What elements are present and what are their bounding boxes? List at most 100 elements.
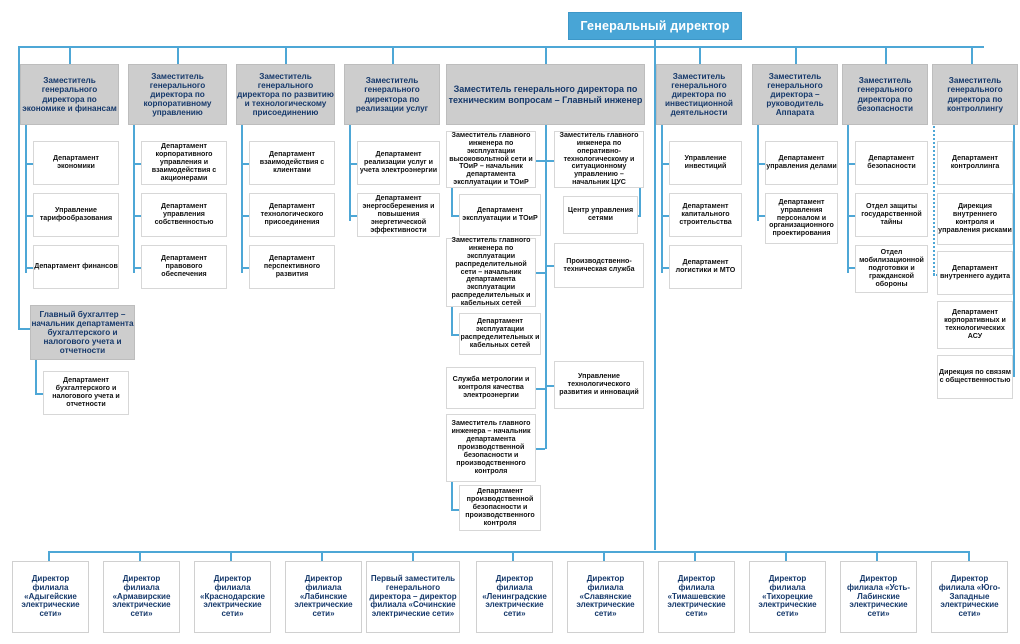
sub-header-node[interactable]: Управление технологического развития и и… [554, 361, 644, 409]
dept-node[interactable]: Отдел мобилизационной подготовки и гражд… [855, 245, 928, 293]
branch-node[interactable]: Директор филиала «Юго-Западные электриче… [931, 561, 1008, 633]
connector-col4-tick2 [661, 267, 670, 269]
sub-header-node[interactable]: Заместитель главного инженера – начальни… [446, 414, 536, 482]
dept-label: Департамент управления собственностью [154, 202, 214, 226]
dept-node[interactable]: Центр управления сетями [563, 196, 638, 234]
dept-node[interactable]: Департамент бухгалтерского и налогового … [43, 371, 129, 415]
dept-label: Департамент производственной безопасност… [465, 487, 535, 527]
vp-header-development-techconnection[interactable]: Заместитель генерального директора по ра… [236, 64, 335, 125]
vp-header-economics-finance[interactable]: Заместитель генерального директора по эк… [20, 64, 119, 125]
vp-header-service-realization[interactable]: Заместитель генерального директора по ре… [344, 64, 440, 125]
connector-branch-drop-7 [694, 551, 696, 561]
dept-label: Управление тарифообразования [39, 206, 113, 222]
dept-node[interactable]: Отдел защиты государственной тайны [855, 193, 928, 237]
connector-col4-tick1 [661, 215, 670, 217]
branch-node[interactable]: Директор филиала «Тимашевские электричес… [658, 561, 735, 633]
dept-label: Дирекция по связям с общественностью [939, 368, 1011, 384]
dept-node[interactable]: Департамент управления персоналом и орга… [765, 193, 838, 244]
sub-header-node[interactable]: Заместитель главного инженера по операти… [554, 131, 644, 188]
vp-header-corporate-management[interactable]: Заместитель генерального директора по ко… [128, 64, 227, 125]
dept-label: Департамент перспективного развития [263, 254, 321, 278]
dept-node[interactable]: Департамент производственной безопасност… [459, 485, 541, 531]
branch-label: Директор филиала «Тимашевские электричес… [667, 573, 726, 619]
branch-node[interactable]: Директор филиала «Тихорецкие электрическ… [749, 561, 826, 633]
dept-node[interactable]: Департамент управления делами [765, 141, 838, 185]
dept-node[interactable]: Департамент логистики и МТО [669, 245, 742, 289]
branch-label: Директор филиала «Ленинградские электрич… [482, 573, 547, 619]
sub-header-node[interactable]: Служба метрологии и контроля качества эл… [446, 367, 536, 409]
connector-branch-drop-1 [139, 551, 141, 561]
connector-center-spine [654, 46, 656, 550]
vp-header-label: Заместитель генерального директора по эк… [22, 76, 117, 113]
connector-col4-rail [661, 125, 663, 273]
dept-label: Департамент контроллинга [950, 154, 1000, 170]
dept-node[interactable]: Департамент энергосбережения и повышения… [357, 193, 440, 237]
sub-header-label: Заместитель главного инженера по эксплуа… [449, 130, 533, 187]
dept-node[interactable]: Дирекция внутреннего контроля и управлен… [937, 193, 1013, 245]
connector-branch-drop-5 [512, 551, 514, 561]
dept-node[interactable]: Дирекция по связям с общественностью [937, 355, 1013, 399]
connector-bottom-bus [48, 551, 970, 553]
dept-label: Департамент эксплуатации и ТОиР [462, 206, 538, 222]
connector-eng-l0-rail [451, 188, 453, 217]
connector-col2-tick2 [241, 267, 250, 269]
dept-label: Департамент финансов [34, 262, 118, 271]
branch-label: Директор филиала «Тихорецкие электрическ… [758, 573, 817, 619]
dept-node[interactable]: Департамент эксплуатации и ТОиР [459, 194, 541, 236]
dept-node[interactable]: Департамент реализации услуг и учета эле… [357, 141, 440, 185]
vp-header-apparatus-head[interactable]: Заместитель генерального директора – рук… [752, 64, 838, 125]
dept-node[interactable]: Департамент безопасности [855, 141, 928, 185]
dept-node[interactable]: Департамент корпоративных и технологичес… [937, 301, 1013, 349]
connector-col4-tick0 [661, 163, 670, 165]
dept-node[interactable]: Департамент финансов [33, 245, 119, 289]
root-node-general-director[interactable]: Генеральный директор [568, 12, 742, 40]
branch-node[interactable]: Первый заместитель генерального директор… [366, 561, 460, 633]
connector-branch-drop-2 [230, 551, 232, 561]
branch-node[interactable]: Директор филиала «Славянские электрическ… [567, 561, 644, 633]
sub-header-node[interactable]: Производственно-техническая служба [554, 243, 644, 288]
connector-accountant-in [18, 328, 30, 330]
dept-node[interactable]: Департамент капитального строительства [669, 193, 742, 237]
dept-node[interactable]: Департамент внутреннего аудита [937, 251, 1013, 295]
dept-label: Департамент технологического присоединен… [260, 202, 324, 226]
branch-node[interactable]: Директор филиала «Адыгейские электрическ… [12, 561, 89, 633]
dept-node[interactable]: Управление тарифообразования [33, 193, 119, 237]
dept-node[interactable]: Управление инвестиций [669, 141, 742, 185]
dept-node[interactable]: Департамент управления собственностью [141, 193, 227, 237]
sub-header-node[interactable]: Заместитель главного инженера по эксплуа… [446, 131, 536, 188]
dept-label: Отдел мобилизационной подготовки и гражд… [859, 248, 924, 288]
vp-header-investment-activity[interactable]: Заместитель генерального директора по ин… [656, 64, 742, 125]
vp-header-security[interactable]: Заместитель генерального директора по бе… [842, 64, 928, 125]
connector-col3-tick0 [349, 163, 358, 165]
connector-branch-drop-6 [603, 551, 605, 561]
root-label: Генеральный директор [580, 19, 730, 33]
dept-node[interactable]: Департамент экономики [33, 141, 119, 185]
branch-node[interactable]: Директор филиала «Краснодарские электрич… [194, 561, 271, 633]
vp-header-chief-accountant[interactable]: Главный бухгалтер – начальник департамен… [30, 305, 135, 360]
connector-left-spine [18, 46, 20, 330]
sub-header-label: Управление технологического развития и и… [559, 372, 639, 396]
dept-label: Дирекция внутреннего контроля и управлен… [938, 202, 1012, 234]
connector-col1-tick1 [133, 215, 142, 217]
branch-label: Директор филиала «Юго-Западные электриче… [938, 573, 1001, 619]
dept-node[interactable]: Департамент перспективного развития [249, 245, 335, 289]
dept-node[interactable]: Департамент корпоративного управления и … [141, 141, 227, 185]
dept-node[interactable]: Департамент правового обеспечения [141, 245, 227, 289]
connector-col0-tick0 [25, 163, 34, 165]
branch-node[interactable]: Директор филиала «Усть-Лабинские электри… [840, 561, 917, 633]
vp-header-chief-engineer[interactable]: Заместитель генерального директора по те… [446, 64, 645, 125]
vp-header-label: Заместитель генерального директора по бе… [857, 76, 913, 113]
dept-node[interactable]: Департамент контроллинга [937, 141, 1013, 185]
vp-header-controlling[interactable]: Заместитель генерального директора по ко… [932, 64, 1018, 125]
vp-header-label: Заместитель генерального директора по ко… [143, 71, 212, 118]
dept-node[interactable]: Департамент взаимодействия с клиентами [249, 141, 335, 185]
branch-node[interactable]: Директор филиала «Армавирские электричес… [103, 561, 180, 633]
branch-node[interactable]: Директор филиала «Ленинградские электрич… [476, 561, 553, 633]
dept-node[interactable]: Департамент эксплуатации распределительн… [459, 313, 541, 355]
sub-header-node[interactable]: Заместитель главного инженера по эксплуа… [446, 236, 536, 307]
connector-eng-l0-tick [451, 215, 460, 217]
connector-drop-col6 [885, 46, 887, 64]
dept-node[interactable]: Департамент технологического присоединен… [249, 193, 335, 237]
branch-node[interactable]: Директор филиала «Лабинские электрически… [285, 561, 362, 633]
